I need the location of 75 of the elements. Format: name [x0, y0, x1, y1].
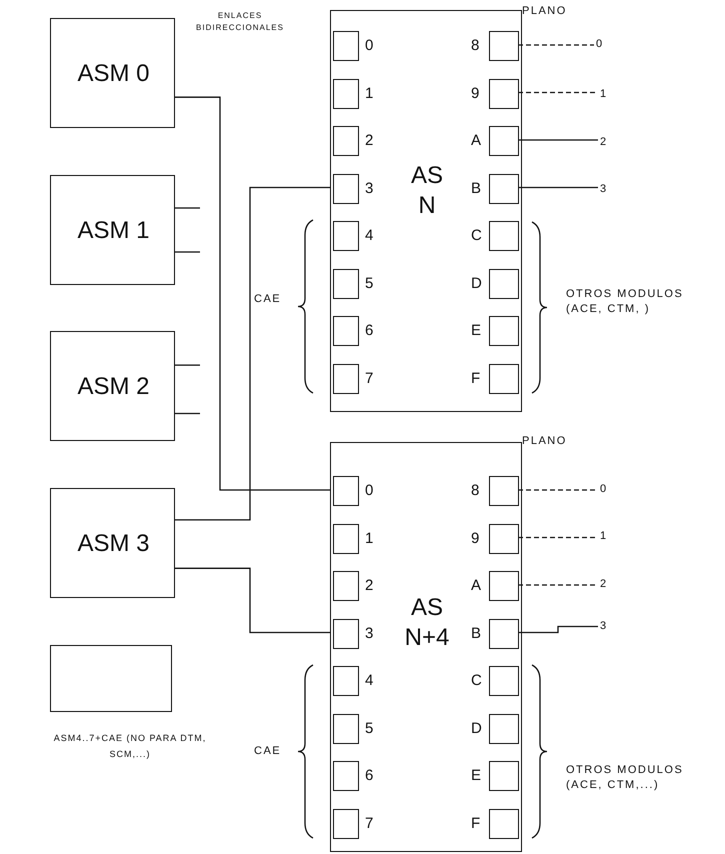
port-number: 3 [365, 178, 374, 198]
connector-line [518, 626, 598, 634]
plane-number: 2 [600, 135, 608, 150]
module-box [50, 175, 175, 285]
connector-line [175, 364, 200, 366]
port-number: 2 [365, 131, 374, 151]
port-number: C [471, 226, 482, 246]
port-number: 3 [365, 624, 374, 644]
port-number: 1 [365, 84, 374, 104]
connector-line [518, 186, 598, 188]
annotation-text: PLANO [522, 4, 568, 19]
annotation-text: OTROS MODULOS (ACE, CTM, ) [566, 287, 684, 317]
plane-number: 0 [600, 482, 608, 497]
port-number: D [471, 718, 482, 738]
port-number: 7 [365, 814, 374, 834]
plane-number: 1 [600, 529, 608, 544]
connector-line [175, 412, 200, 414]
port-number: 8 [471, 36, 480, 56]
annotation-text: PLANO [522, 434, 568, 449]
port-number: 8 [471, 481, 480, 501]
port-number: 6 [365, 766, 374, 786]
annotation-text: CAE [254, 744, 282, 759]
port-number: B [471, 624, 482, 644]
note-text: ENLACES BIDIRECCIONALES [195, 10, 285, 34]
plane-number: 0 [596, 37, 604, 52]
port-number: F [471, 368, 480, 388]
port-number: A [471, 131, 482, 151]
port-number: 7 [365, 368, 374, 388]
plane-number: 2 [600, 577, 608, 592]
module-box [50, 488, 175, 598]
module-label: ASM 2 [76, 373, 151, 401]
port-number: E [471, 321, 482, 341]
module-label: ASM 1 [76, 217, 151, 245]
port-number: 9 [471, 528, 480, 548]
port-number: 5 [365, 718, 374, 738]
annotation-text: CAE [254, 292, 282, 307]
port-number: 0 [365, 481, 374, 501]
connector-line [175, 207, 200, 209]
module-label: ASM 3 [76, 530, 151, 558]
port-number: D [471, 274, 482, 294]
port-number: 5 [365, 274, 374, 294]
port-number: 1 [365, 528, 374, 548]
module-label: ASM 0 [76, 60, 151, 88]
switch-module-box [330, 442, 522, 852]
port-number: C [471, 671, 482, 691]
plane-number: 1 [600, 87, 608, 102]
connector-line [175, 568, 330, 634]
port-number: 6 [365, 321, 374, 341]
switch-module-box [330, 10, 522, 412]
port-number: 2 [365, 576, 374, 596]
port-number: 4 [365, 226, 374, 246]
port-number: A [471, 576, 482, 596]
plane-number: 3 [600, 619, 608, 634]
connector-line [518, 139, 598, 141]
port-number: B [471, 178, 482, 198]
module-label: AS N [410, 161, 444, 221]
port-number: 0 [365, 36, 374, 56]
connector-line [518, 92, 598, 94]
connector-line [518, 44, 594, 46]
module-note: ASM4..7+CAE (NO PARA DTM, SCM,...) [52, 732, 208, 761]
annotation-text: OTROS MODULOS (ACE, CTM,...) [566, 763, 684, 793]
connector-line [175, 251, 200, 253]
module-box [50, 331, 175, 441]
port-number: 9 [471, 84, 480, 104]
module-label: AS N+4 [404, 593, 450, 653]
connector-line [518, 584, 598, 586]
connector-line [175, 186, 330, 521]
port-number: E [471, 766, 482, 786]
port-number: 4 [365, 671, 374, 691]
connector-line [175, 96, 330, 491]
connector-line [518, 536, 598, 538]
port-number: F [471, 814, 480, 834]
connector-line [518, 489, 598, 491]
module-box [50, 18, 175, 128]
plane-number: 3 [600, 182, 608, 197]
